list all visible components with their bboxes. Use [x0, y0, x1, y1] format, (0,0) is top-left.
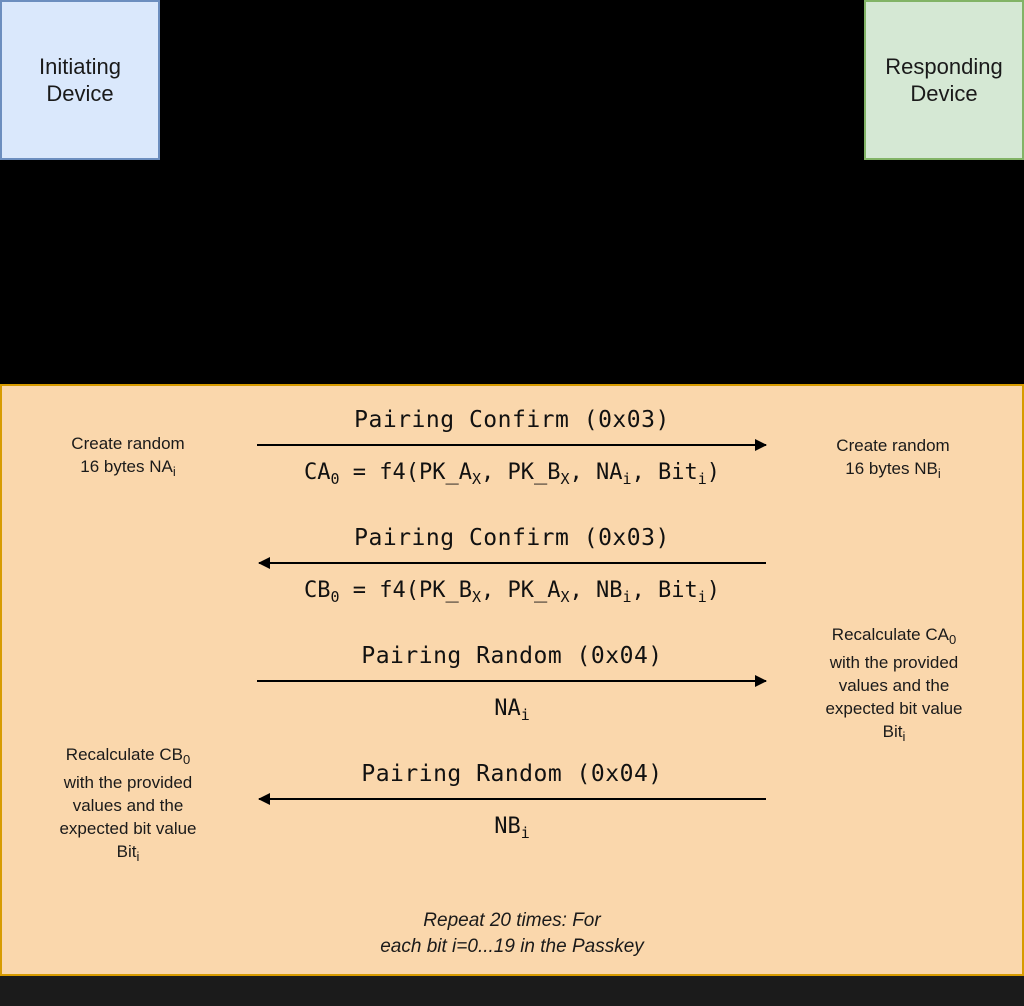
- responder-create-note: Create random 16 bytes NBi: [836, 436, 950, 481]
- responder-recalc-note: Recalculate CA0 with the provided values…: [825, 625, 963, 744]
- repeat-loop-frame: [0, 384, 1024, 976]
- message-label: Pairing Random (0x04): [361, 761, 663, 787]
- message-detail: NBi: [494, 814, 530, 842]
- message-detail: CA0 = f4(PK_AX, PK_BX, NAi, Biti): [303, 460, 721, 488]
- repeat-loop-note: Repeat 20 times: For each bit i=0...19 i…: [380, 910, 644, 957]
- message-label: Pairing Random (0x04): [361, 643, 663, 669]
- initiating-device-box: Initiating Device: [0, 0, 160, 160]
- message-label: Pairing Confirm (0x03): [354, 407, 670, 433]
- message-detail: CB0 = f4(PK_BX, PK_AX, NBi, Biti): [303, 578, 721, 606]
- initiator-recalc-note: Recalculate CB0 with the provided values…: [59, 745, 197, 864]
- message-label: Pairing Confirm (0x03): [354, 525, 670, 551]
- bottom-bar: [0, 976, 1024, 1006]
- message-detail: NAi: [494, 696, 530, 724]
- initiator-create-note: Create random 16 bytes NAi: [71, 434, 185, 479]
- responding-device-box: Responding Device: [864, 0, 1024, 160]
